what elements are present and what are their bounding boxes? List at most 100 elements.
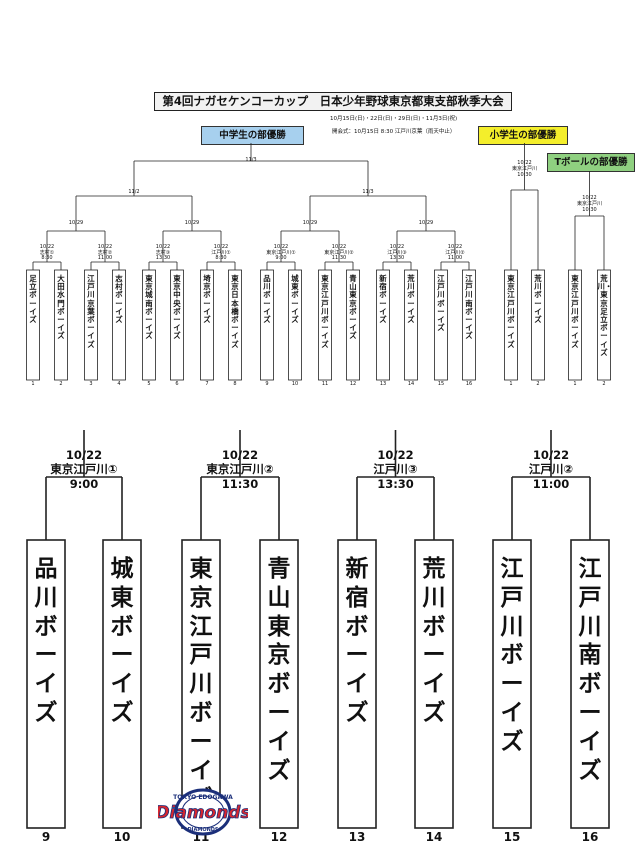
zoom-match-info: 10/22 [377, 448, 414, 462]
zoom-team-number: 15 [503, 830, 521, 844]
zoom-match-info: 11:30 [221, 477, 259, 491]
match-info: 11:30 [331, 255, 347, 262]
zoom-match-info: 13:30 [377, 477, 414, 491]
team-name: 志村ボーイズ [115, 274, 123, 325]
team-number: 9 [265, 381, 269, 387]
team-name: 新宿ボーイズ [379, 274, 387, 325]
match-info: 11:00 [447, 255, 463, 262]
junior-high-champion-banner: 中学生の部優勝 [201, 126, 304, 145]
match-info: 志村② [97, 249, 113, 256]
diamonds-logo: TOKYO EDOGAWA Diamonds DIAMONDS [158, 788, 248, 836]
team-number: 5 [147, 381, 151, 387]
match-info: 志村① [39, 249, 55, 256]
team-name: 東京中央ボーイズ [173, 274, 181, 341]
qf-date: 10/29 [418, 220, 434, 226]
team-name: 足立ボーイズ [29, 274, 37, 325]
team-name: 東京日本橋ボーイズ [231, 274, 239, 349]
team-name: 大田水門ボーイズ [57, 274, 65, 341]
team-number: 14 [407, 381, 415, 387]
zoom-match-info: 東京江戸川① [50, 462, 118, 476]
team-name: 東京江戸川ボーイズ [321, 274, 329, 349]
zoom-match-info: 江戸川③ [373, 462, 418, 476]
team-number: 12 [349, 381, 357, 387]
team-name: 品川ボーイズ [263, 274, 271, 325]
tournament-dates: 10月15日(日)・22日(日)・29日(日)・11月3日(祝) [330, 116, 458, 122]
match-info: 9:00 [275, 255, 287, 262]
team-name: 荒川・東京足立ボーイズ [597, 274, 613, 357]
match-info: 10:30 [517, 172, 532, 178]
zoom-match-info: 東京江戸川② [206, 462, 274, 476]
team-number: 4 [117, 381, 121, 387]
team-number: 10 [291, 381, 299, 387]
team-name: 埼京ボーイズ [203, 274, 211, 325]
team-name: 東京江戸川ボーイズ [507, 274, 515, 349]
match-info: 10/22 [273, 244, 289, 250]
team-name: 東京城南ボーイズ [145, 274, 153, 341]
match-info: 東京江戸川① [266, 249, 296, 256]
team-name: 城東ボーイズ [291, 274, 299, 325]
team-name: 荒川ボーイズ [407, 274, 415, 325]
team-name: 東京江戸川ボーイズ [571, 274, 579, 349]
match-info: 8:30 [215, 255, 227, 262]
zoom-team-name: 江戸川ボーイズ [500, 556, 524, 755]
zoom-match-info: 11:00 [532, 477, 570, 491]
team-number: 11 [321, 381, 329, 387]
match-info: 東京江戸川 [576, 201, 602, 207]
zoom-team-name: 東京江戸川ボーイズ [189, 556, 213, 812]
team-number: 2 [59, 381, 63, 387]
opening-ceremony: 開会式：10月15日 8:30 江戸川京葉（雨天中止） [332, 129, 456, 135]
zoom-team-number: 14 [425, 830, 443, 844]
zoom-team-name: 江戸川南ボーイズ [578, 556, 602, 784]
team-number: 15 [437, 381, 445, 387]
team-number: 6 [175, 381, 179, 387]
elementary-champion-banner: 小学生の部優勝 [478, 126, 568, 145]
zoom-match-info: 10/22 [221, 448, 259, 462]
team-number: 1 [573, 381, 577, 387]
match-info: 東京江戸川 [511, 166, 537, 172]
team-number: 8 [233, 381, 237, 387]
zoom-team-name: 新宿ボーイズ [345, 556, 369, 726]
semi-date: 11/3 [362, 189, 374, 195]
match-info: 江戸川① [211, 249, 231, 256]
zoom-match-info: 10/22 [532, 448, 570, 462]
semi-date: 11/2 [128, 189, 140, 195]
team-number: 1 [509, 381, 513, 387]
zoom-match-info: 9:00 [69, 477, 99, 491]
match-info: 10:30 [582, 207, 597, 213]
match-info: 10/22 [331, 244, 347, 250]
team-number: 2 [602, 381, 606, 387]
match-info: 8:30 [41, 255, 53, 262]
team-number: 7 [205, 381, 209, 387]
match-info: 11:00 [97, 255, 113, 262]
match-info: 10/22 [517, 160, 532, 166]
match-info: 10/22 [389, 244, 405, 250]
team-number: 1 [31, 381, 35, 387]
match-info: 10/22 [447, 244, 463, 250]
logo-top-text: TOKYO EDOGAWA [173, 794, 233, 801]
zoom-team-number: 13 [348, 830, 366, 844]
team-number: 2 [536, 381, 540, 387]
match-info: 13:30 [155, 255, 171, 262]
zoom-team-number: 9 [41, 830, 51, 844]
match-info: 10/22 [582, 195, 597, 201]
zoom-team-number: 12 [270, 830, 288, 844]
team-name: 荒川ボーイズ [534, 274, 542, 325]
tournament-title: 第4回ナガセケンコーカップ 日本少年野球東京都東支部秋季大会 [154, 92, 512, 111]
zoom-team-name: 荒川ボーイズ [422, 556, 446, 726]
match-info: 10/22 [213, 244, 229, 250]
match-info: 江戸川② [445, 249, 465, 256]
final-date: 11/3 [245, 157, 257, 163]
match-info: 江戸川③ [387, 249, 407, 256]
team-number: 13 [379, 381, 387, 387]
team-name: 江戸川ボーイズ [437, 274, 445, 333]
team-number: 3 [89, 381, 93, 387]
zoom-team-name: 城東ボーイズ [110, 556, 134, 726]
logo-bottom-text: DIAMONDS [187, 827, 218, 833]
match-info: 10/22 [97, 244, 113, 250]
qf-date: 10/29 [68, 220, 84, 226]
zoom-team-name: 品川ボーイズ [34, 556, 58, 726]
team-name: 江戸川南ボーイズ [465, 274, 473, 341]
tball-champion-banner: Tボールの部優勝 [547, 153, 635, 172]
